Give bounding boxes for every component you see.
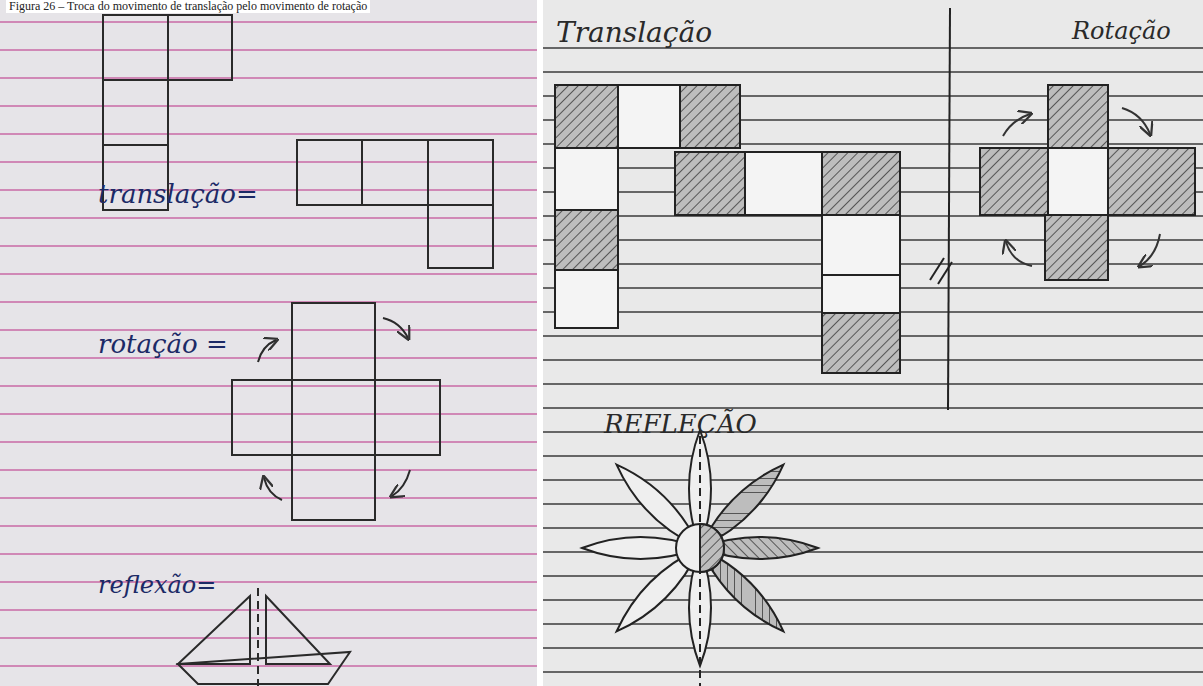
handwritten-heading: Translação <box>556 18 712 49</box>
ruled-lines <box>543 48 1203 672</box>
figure-caption: Figura 26 – Troca do movimento de transl… <box>6 0 370 13</box>
handwritten-label: reflexão= <box>98 572 216 598</box>
handwritten-label: rotação = <box>98 330 228 359</box>
right-figures <box>555 8 1195 686</box>
handwritten-heading: Rotação <box>1072 18 1171 44</box>
handwritten-heading: REFLEÇÃO <box>604 410 757 439</box>
handwritten-label: translação= <box>98 180 258 209</box>
ruled-lines <box>0 22 537 666</box>
